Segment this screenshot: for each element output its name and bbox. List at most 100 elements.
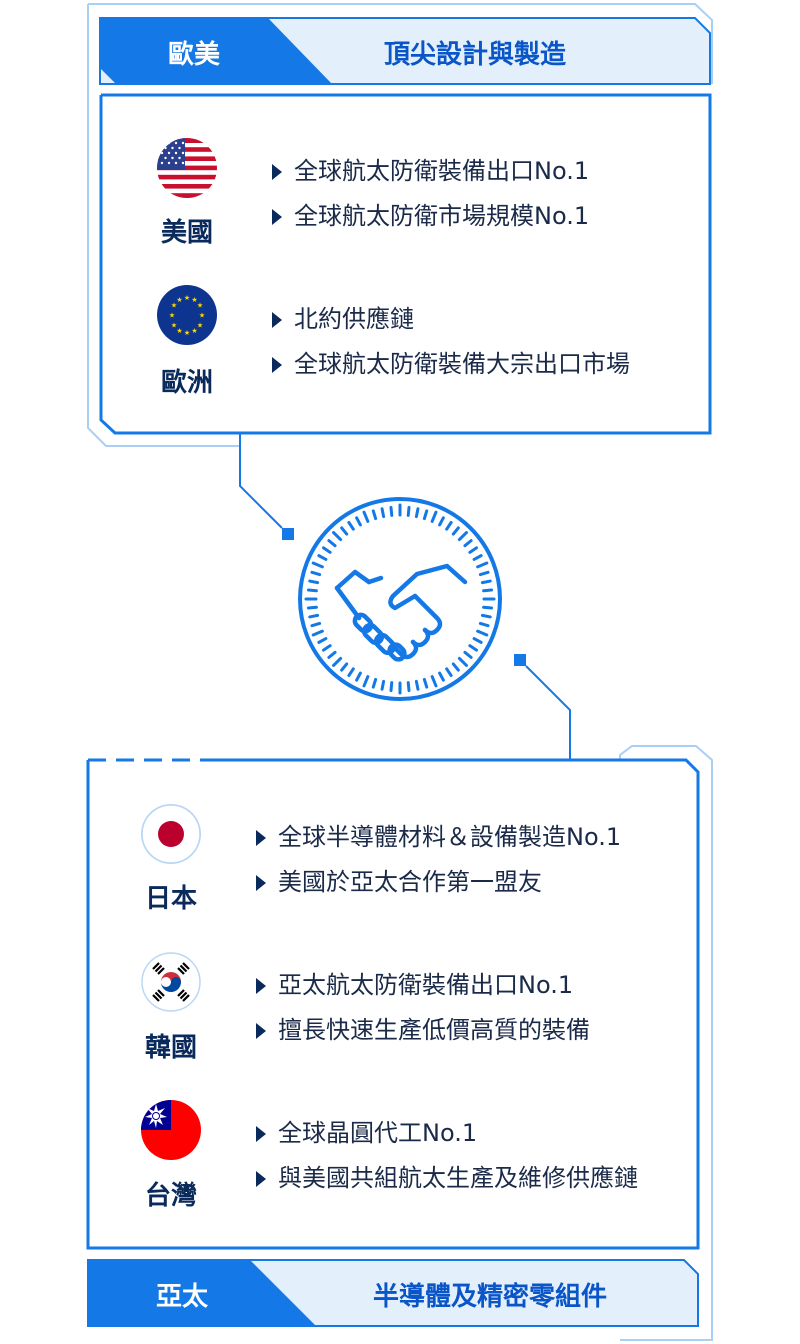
- tick-mark: [422, 509, 429, 521]
- europe-bullet-list: 北約供應鏈 全球航太防衛裝備大宗出口市場: [270, 304, 630, 394]
- tick-mark: [463, 539, 473, 548]
- region-subtitle-bottom: 半導體及精密零組件: [372, 1282, 607, 1312]
- tick-mark: [480, 579, 492, 585]
- tick-mark: [445, 521, 453, 531]
- tick-mark: [468, 546, 478, 554]
- tick-mark: [347, 667, 355, 677]
- tick-mark: [430, 675, 438, 688]
- tick-mark: [389, 681, 394, 693]
- handshake-icon: [298, 497, 502, 701]
- list-item: 全球晶圓代工No.1: [254, 1118, 638, 1163]
- tick-mark: [308, 579, 320, 585]
- svg-text:★: ★: [169, 312, 175, 320]
- svg-text:★: ★: [191, 327, 197, 335]
- list-item: 擅長快速生產低價高質的裝備: [254, 1015, 590, 1060]
- list-item-text: 擅長快速生產低價高質的裝備: [278, 1016, 590, 1044]
- svg-text:★: ★: [171, 322, 177, 330]
- triangle-bullet-icon: [256, 1171, 266, 1187]
- tick-mark: [371, 509, 378, 521]
- tick-mark: [482, 605, 494, 610]
- svg-text:★: ★: [197, 302, 203, 310]
- tick-mark: [306, 605, 318, 610]
- list-item: 全球航太防衛裝備大宗出口市場: [270, 349, 630, 394]
- country-name-europe: 歐洲: [160, 368, 213, 398]
- tick-mark: [306, 588, 318, 593]
- taiwan-bullet-list: 全球晶圓代工No.1 與美國共組航太生產及維修供應鏈: [254, 1118, 638, 1208]
- tick-mark: [406, 681, 411, 693]
- tick-mark: [371, 677, 378, 689]
- tick-mark: [322, 644, 332, 652]
- tick-mark: [332, 531, 343, 542]
- tick-mark: [468, 644, 478, 652]
- triangle-bullet-icon: [256, 830, 266, 846]
- tick-mark: [308, 613, 320, 619]
- tick-mark: [482, 588, 494, 593]
- tick-mark: [340, 526, 349, 536]
- triangle-bullet-icon: [256, 1126, 266, 1142]
- tick-mark: [414, 679, 420, 691]
- tick-mark: [463, 650, 473, 659]
- list-item-text: 美國於亞太合作第一盟友: [278, 868, 542, 896]
- tick-mark: [472, 554, 483, 561]
- tick-mark: [438, 671, 445, 682]
- tick-mark: [472, 637, 483, 644]
- svg-text:★: ★: [171, 302, 177, 310]
- japan-flag-icon: [141, 804, 201, 864]
- tick-mark: [311, 629, 324, 637]
- tick-mark: [476, 629, 489, 637]
- list-item-text: 全球航太防衛裝備大宗出口市場: [294, 350, 630, 378]
- triangle-bullet-icon: [272, 209, 282, 225]
- list-item-text: 全球半導體材料＆設備製造No.1: [278, 823, 622, 851]
- tick-mark: [457, 656, 468, 667]
- triangle-bullet-icon: [256, 978, 266, 994]
- list-item: 北約供應鏈: [270, 304, 630, 349]
- region-subtitle-top: 頂尖設計與製造: [383, 40, 566, 70]
- svg-text:★: ★: [176, 296, 182, 304]
- list-item-text: 北約供應鏈: [294, 305, 414, 333]
- list-item-text: 全球航太防衛裝備出口No.1: [294, 157, 590, 185]
- tick-mark: [445, 667, 453, 677]
- tick-mark: [478, 621, 490, 628]
- tick-mark: [355, 516, 362, 527]
- list-item-text: 亞太航太防衛裝備出口No.1: [278, 971, 574, 999]
- tick-mark: [347, 521, 355, 531]
- us-flag-icon: [157, 138, 217, 198]
- country-name-taiwan: 台灣: [144, 1181, 197, 1211]
- country-name-usa: 美國: [160, 218, 213, 248]
- tick-mark: [355, 671, 362, 682]
- tick-mark: [311, 561, 324, 569]
- triangle-bullet-icon: [256, 1023, 266, 1039]
- list-item: 與美國共組航太生產及維修供應鏈: [254, 1163, 638, 1208]
- tick-mark: [478, 570, 490, 577]
- tick-mark: [327, 650, 337, 659]
- tick-mark: [480, 613, 492, 619]
- korea-bullet-list: 亞太航太防衛裝備出口No.1 擅長快速生產低價高質的裝備: [254, 970, 590, 1060]
- list-item-text: 與美國共組航太生產及維修供應鏈: [278, 1164, 638, 1192]
- triangle-bullet-icon: [272, 357, 282, 373]
- tick-mark: [422, 677, 429, 689]
- usa-bullet-list: 全球航太防衛裝備出口No.1 全球航太防衛市場規模No.1: [270, 156, 589, 246]
- tick-mark: [389, 505, 394, 517]
- svg-text:★: ★: [184, 294, 190, 302]
- japan-bullet-list: 全球半導體材料＆設備製造No.1 美國於亞太合作第一盟友: [254, 822, 621, 912]
- tick-mark: [438, 516, 445, 527]
- tick-mark: [380, 679, 386, 691]
- list-item: 亞太航太防衛裝備出口No.1: [254, 970, 590, 1015]
- list-item: 美國於亞太合作第一盟友: [254, 867, 621, 912]
- tick-mark: [406, 505, 411, 517]
- eu-flag-icon: ★★★ ★★★ ★★★ ★★★: [157, 285, 217, 345]
- tick-mark: [414, 507, 420, 519]
- triangle-bullet-icon: [272, 312, 282, 328]
- region-tab-asia-pacific: 亞太: [156, 1282, 209, 1312]
- korea-flag-icon: [141, 952, 201, 1012]
- svg-text:★: ★: [184, 329, 190, 337]
- list-item-text: 全球晶圓代工No.1: [278, 1119, 478, 1147]
- tick-mark: [362, 675, 370, 688]
- list-item-text: 全球航太防衛市場規模No.1: [294, 202, 590, 230]
- tick-mark: [317, 637, 328, 644]
- tick-mark: [476, 561, 489, 569]
- tick-mark: [340, 662, 349, 672]
- svg-text:★: ★: [199, 312, 205, 320]
- tick-mark: [327, 539, 337, 548]
